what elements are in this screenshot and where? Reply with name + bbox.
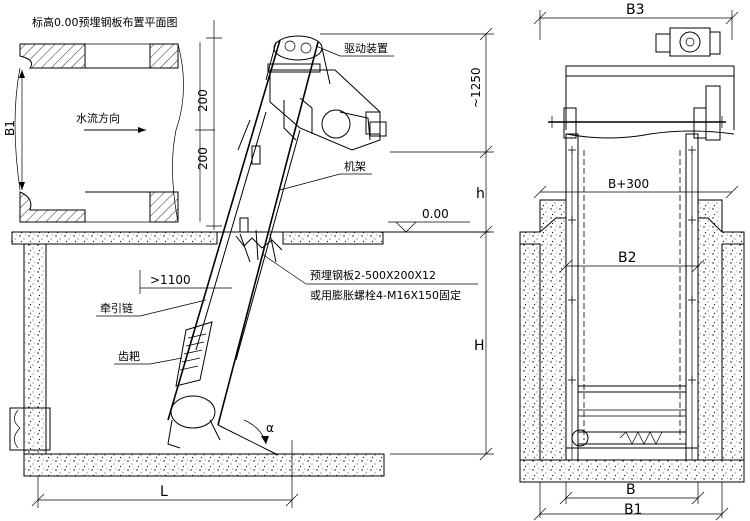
plan-b1-dim: B1: [3, 120, 17, 136]
front-view: B3 B+300: [519, 2, 745, 521]
drive-sprocket-top: [273, 35, 323, 61]
expansion-bolt-label: 或用膨胀螺栓4-M16X150固定: [310, 288, 461, 302]
min-distance-dim: >1100: [150, 273, 191, 287]
traction-chain-label: 牵引链: [100, 301, 133, 315]
flow-direction-label: 水流方向: [76, 111, 120, 125]
channel-floor: [23, 453, 385, 477]
dim-h: h: [476, 186, 485, 202]
screen-machine-side: α: [167, 35, 387, 456]
inlet-pipe: [9, 407, 51, 451]
rake-label: 齿耙: [118, 350, 140, 363]
plan-wall-left-top: [19, 43, 86, 69]
callouts: 驱动装置 机架 预埋钢板2-500X200X12 或用膨胀螺栓4-M16X150…: [96, 42, 478, 365]
dim-1250: ~1250: [469, 67, 483, 108]
ground-slab-left: [11, 231, 218, 245]
alpha-angle-label: α: [266, 421, 274, 435]
front-bolt-marks: [568, 146, 696, 384]
plan-wall-right-top: [149, 43, 179, 69]
ground-slab-right: [282, 231, 384, 245]
tail-sprocket: [170, 395, 216, 429]
plan-wall-right-bottom: [149, 191, 179, 223]
rake-teeth: [175, 321, 213, 387]
drive-motor: [321, 109, 351, 139]
dim-B2: B2: [618, 250, 637, 266]
embed-plate-label: 预埋钢板2-500X200X12: [310, 268, 436, 282]
dim-B-plus-300: B+300: [608, 177, 649, 191]
plan-view: 标高0.00预埋钢板布置平面图 水流方向 B1 200 200: [3, 15, 222, 230]
side-view-civil: [9, 231, 490, 477]
frame-rail-back: [217, 41, 319, 426]
pit-floor: [519, 459, 745, 483]
elevation-label: 0.00: [422, 207, 449, 221]
side-view-dims: ~1250 h H L: [31, 27, 494, 508]
plan-200-lower-dim: 200: [196, 147, 210, 170]
plan-wall-left-bottom: [19, 191, 86, 223]
dim-B: B: [626, 482, 636, 498]
anchor-bolts: [239, 229, 277, 263]
plan-200-upper-dim: 200: [196, 89, 210, 112]
frame-rail-front: [167, 39, 281, 421]
dim-B1: B1: [624, 502, 643, 518]
frame-label: 机架: [344, 159, 366, 173]
channel-wall-left: [23, 243, 47, 455]
drive-housing: [269, 69, 381, 151]
dim-H: H: [474, 338, 485, 354]
drive-unit-label: 驱动装置: [344, 42, 388, 55]
front-rake-bar: [577, 431, 687, 445]
front-motor: [655, 33, 671, 53]
plan-title: 标高0.00预埋钢板布置平面图: [32, 15, 178, 29]
dim-B3: B3: [626, 2, 645, 18]
dim-L: L: [160, 484, 168, 500]
